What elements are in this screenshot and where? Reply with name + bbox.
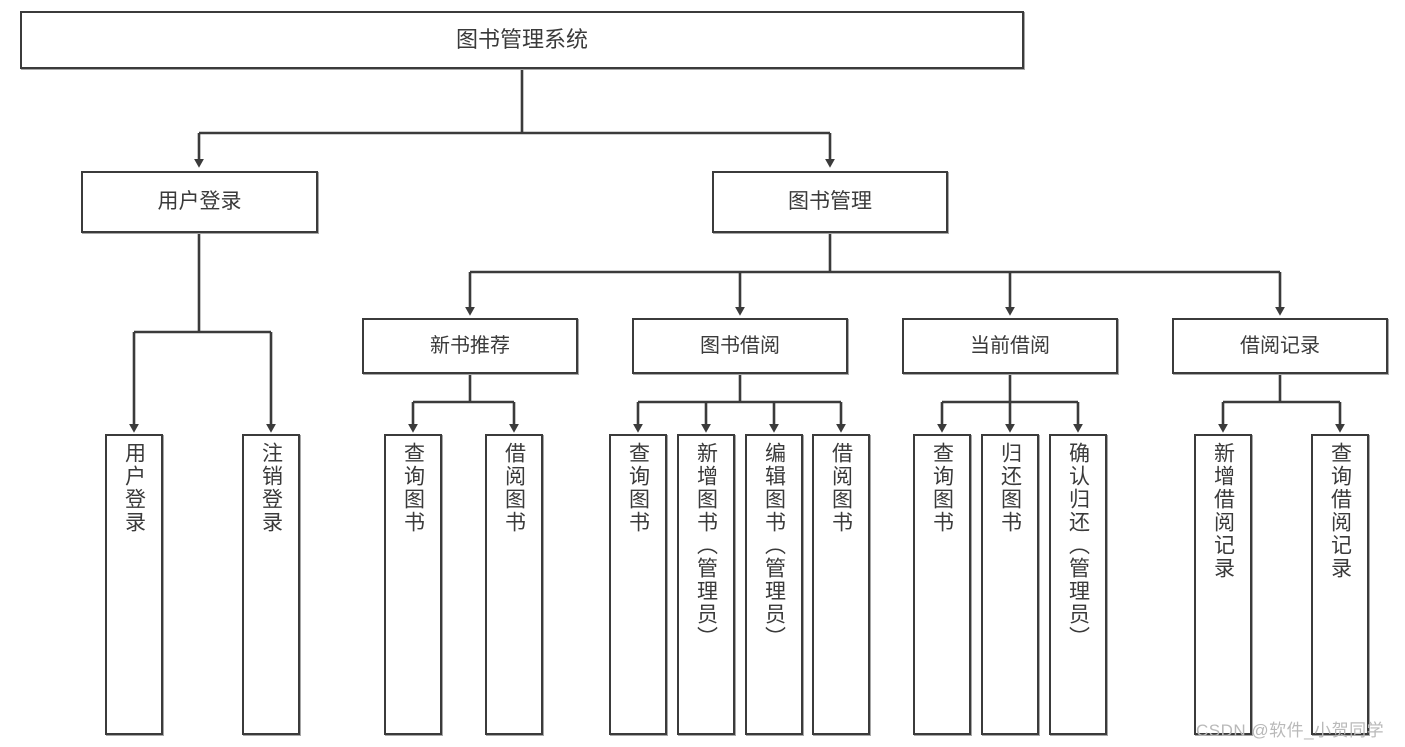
- node-label: 借阅图书: [829, 442, 853, 534]
- node-label: 用户登录: [157, 189, 242, 213]
- leaf-query-books-current[interactable]: 查询图书: [913, 434, 971, 735]
- leaf-add-book-admin[interactable]: 新增图书（管理员）: [677, 434, 735, 735]
- leaf-user-login[interactable]: 用户登录: [105, 434, 163, 735]
- node-label: 图书管理系统: [455, 27, 588, 53]
- node-borrow-records[interactable]: 借阅记录: [1172, 318, 1388, 374]
- node-label: 查询借阅记录: [1328, 442, 1352, 580]
- node-label: 归还图书: [998, 442, 1022, 534]
- node-label: 确认归还（管理员）: [1066, 442, 1090, 649]
- node-label: 用户登录: [122, 442, 146, 534]
- node-new-book-recommendation[interactable]: 新书推荐: [362, 318, 578, 374]
- node-label: 新书推荐: [430, 334, 510, 357]
- node-book-management[interactable]: 图书管理: [712, 171, 948, 233]
- node-label: 图书管理: [788, 189, 872, 213]
- node-book-management-system[interactable]: 图书管理系统: [20, 11, 1024, 69]
- node-label: 借阅图书: [502, 442, 526, 534]
- leaf-logout[interactable]: 注销登录: [242, 434, 300, 735]
- leaf-lend-book[interactable]: 借阅图书: [812, 434, 870, 735]
- leaf-return-book[interactable]: 归还图书: [981, 434, 1039, 735]
- node-label: 查询图书: [930, 442, 954, 534]
- node-book-borrowing[interactable]: 图书借阅: [632, 318, 848, 374]
- node-label: 编辑图书（管理员）: [762, 442, 786, 649]
- leaf-confirm-return-admin[interactable]: 确认归还（管理员）: [1049, 434, 1107, 735]
- watermark-text: CSDN @软件_小贺同学: [1196, 721, 1385, 740]
- leaf-query-books-borrow[interactable]: 查询图书: [609, 434, 667, 735]
- leaf-borrow-books-newbook[interactable]: 借阅图书: [485, 434, 543, 735]
- leaf-add-borrow-record[interactable]: 新增借阅记录: [1194, 434, 1252, 735]
- leaf-query-books-newbook[interactable]: 查询图书: [384, 434, 442, 735]
- node-user-login[interactable]: 用户登录: [81, 171, 318, 233]
- leaf-edit-book-admin[interactable]: 编辑图书（管理员）: [745, 434, 803, 735]
- node-label: 查询图书: [401, 442, 425, 534]
- leaf-query-borrow-record[interactable]: 查询借阅记录: [1311, 434, 1369, 735]
- node-current-borrowing[interactable]: 当前借阅: [902, 318, 1118, 374]
- node-label: 图书借阅: [700, 334, 780, 357]
- node-label: 借阅记录: [1240, 334, 1320, 357]
- node-label: 新增图书（管理员）: [694, 442, 718, 649]
- node-label: 注销登录: [259, 442, 283, 534]
- node-label: 当前借阅: [970, 334, 1050, 357]
- node-label: 查询图书: [626, 442, 650, 534]
- node-label: 新增借阅记录: [1211, 442, 1235, 580]
